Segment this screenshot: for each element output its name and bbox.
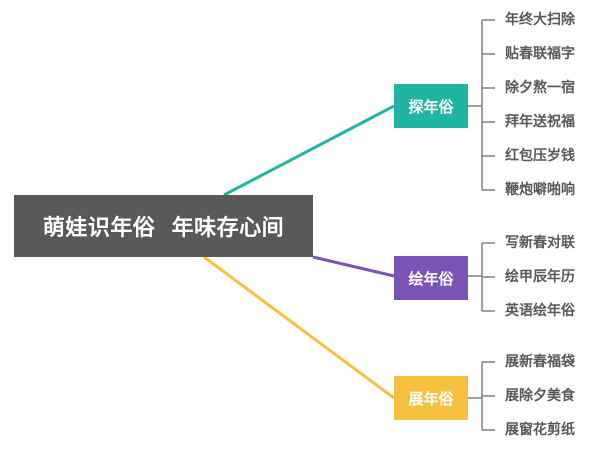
leaf-topic: 展除夕美食 (505, 388, 575, 404)
bracket-branch-3 (468, 361, 495, 431)
leaf-topic: 展窗花剪纸 (505, 422, 575, 438)
leaf-topic: 除夕熬一宿 (505, 80, 575, 96)
leaf-topic: 拜年送祝福 (505, 114, 575, 130)
root-topic: 萌娃识年俗 年味存心间 (14, 195, 313, 257)
leaf-topic: 红包压岁钱 (505, 148, 575, 164)
connector-root-to-branch-1 (223, 104, 395, 197)
bracket-branch-2 (468, 242, 495, 312)
branch-topic-draw: 绘年俗 (394, 256, 468, 300)
leaf-topic: 英语绘年俗 (505, 303, 575, 319)
leaf-topic: 展新春福袋 (505, 354, 575, 370)
leaf-topic: 年终大扫除 (505, 12, 575, 28)
leaf-topic: 鞭炮噼啪响 (505, 182, 575, 198)
leaf-topic: 贴春联福字 (505, 46, 575, 62)
leaf-topic: 绘甲辰年历 (505, 269, 575, 285)
branch-topic-explore: 探年俗 (394, 84, 468, 128)
branch-topic-exhibit: 展年俗 (394, 376, 468, 420)
leaf-topic: 写新春对联 (505, 235, 575, 251)
connector-root-to-branch-3 (203, 255, 395, 400)
connector-root-to-branch-2 (312, 255, 395, 278)
bracket-branch-1 (468, 19, 495, 191)
